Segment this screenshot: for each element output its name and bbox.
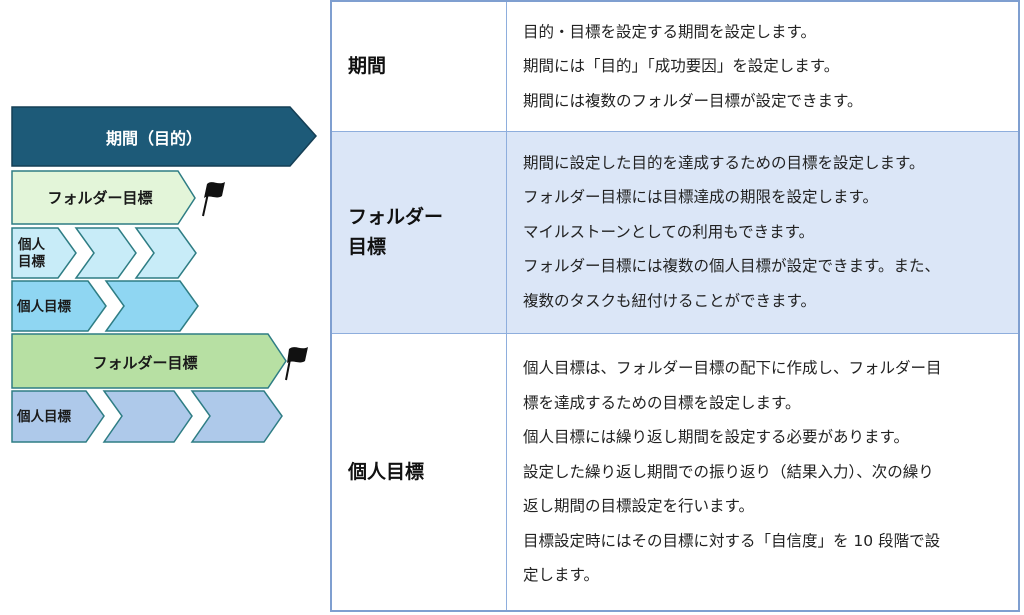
desc-line: 個人目標は、フォルダー目標の配下に作成し、フォルダー目: [523, 359, 942, 377]
personal-goal-arrow-3b: [102, 390, 193, 443]
term-period: 期間: [330, 0, 507, 132]
personal-goal-short-line2: 目標: [18, 253, 45, 270]
desc-personal-goal: 個人目標は、フォルダー目標の配下に作成し、フォルダー目 標を達成するための目標を…: [506, 332, 1020, 612]
desc-folder-goal: 期間に設定した目的を達成するための目標を設定します。 フォルダー目標には目標達成…: [506, 130, 1020, 334]
desc-line: 個人目標には繰り返し期間を設定する必要があります。: [523, 428, 909, 446]
table-row-period: 期間 目的・目標を設定する期間を設定します。 期間には「目的」「成功要因」を設定…: [330, 0, 1020, 132]
table-row-personal-goal: 個人目標 個人目標は、フォルダー目標の配下に作成し、フォルダー目 標を達成するた…: [330, 332, 1020, 612]
period-label: 期間（目的）: [106, 129, 202, 148]
desc-line: フォルダー目標には複数の個人目標が設定できます。また、: [523, 257, 940, 276]
desc-line: 標を達成するための目標を設定します。: [523, 393, 801, 412]
personal-goal-arrow-1c: [134, 227, 197, 279]
personal-goal-arrow-2b: [104, 280, 199, 332]
desc-period: 目的・目標を設定する期間を設定します。 期間には「目的」「成功要因」を設定します…: [506, 0, 1020, 132]
flag-icon: [285, 347, 308, 381]
desc-line: マイルストーンとしての利用もできます。: [523, 222, 815, 241]
desc-line: 定します。: [523, 566, 599, 584]
desc-line: 期間には「目的」「成功要因」を設定します。: [523, 57, 840, 75]
definition-table: 期間 目的・目標を設定する期間を設定します。 期間には「目的」「成功要因」を設定…: [330, 0, 1020, 612]
desc-line: 目的・目標を設定する期間を設定します。: [523, 22, 816, 41]
desc-line: 設定した繰り返し期間での振り返り（結果入力）、次の繰り: [523, 462, 934, 481]
term-folder-goal-line2: 目標: [348, 236, 387, 258]
personal-goal-arrow-1a: [11, 227, 77, 279]
term-period-label: 期間: [348, 55, 387, 78]
table-row-folder-goal: フォルダー 目標 期間に設定した目的を達成するための目標を設定します。 フォルダ…: [330, 130, 1020, 334]
term-folder-goal-line1: フォルダー: [348, 205, 444, 228]
personal-goal-arrow-3a: [11, 390, 105, 443]
term-personal-goal: 個人目標: [330, 332, 507, 612]
personal-goal-arrow-1b: [74, 227, 137, 279]
desc-line: 複数のタスクも紐付けることができます。: [523, 291, 816, 310]
desc-line: 目標設定時にはその目標に対する「自信度」を 10 段階で設: [523, 531, 941, 550]
personal-goal-label-2: 個人目標: [16, 298, 71, 315]
personal-goal-arrow-2a: [11, 280, 107, 332]
folder-goal-arrow-1: [11, 170, 196, 225]
personal-goal-label-3: 個人目標: [16, 408, 71, 425]
folder-goal-label-1: フォルダー目標: [47, 189, 152, 207]
term-folder-goal: フォルダー 目標: [330, 130, 507, 334]
personal-goal-short-line1: 個人: [17, 236, 45, 253]
desc-line: 返し期間の目標設定を行います。: [523, 497, 754, 515]
folder-goal-arrow-2: [11, 333, 287, 389]
goal-hierarchy-diagram: 期間（目的） フォルダー目標 個人 目標 個人目標 フォルダー目標 個人目標: [11, 106, 317, 443]
personal-goal-arrow-3c: [190, 390, 283, 443]
term-personal-goal-label: 個人目標: [348, 460, 425, 483]
desc-line: 期間に設定した目的を達成するための目標を設定します。: [523, 153, 925, 172]
period-arrow: [11, 106, 317, 167]
folder-goal-label-2: フォルダー目標: [92, 354, 197, 372]
desc-line: 期間には複数のフォルダー目標が設定できます。: [523, 91, 863, 110]
flag-icon: [202, 182, 225, 217]
desc-line: フォルダー目標には目標達成の期限を設定します。: [523, 188, 878, 207]
